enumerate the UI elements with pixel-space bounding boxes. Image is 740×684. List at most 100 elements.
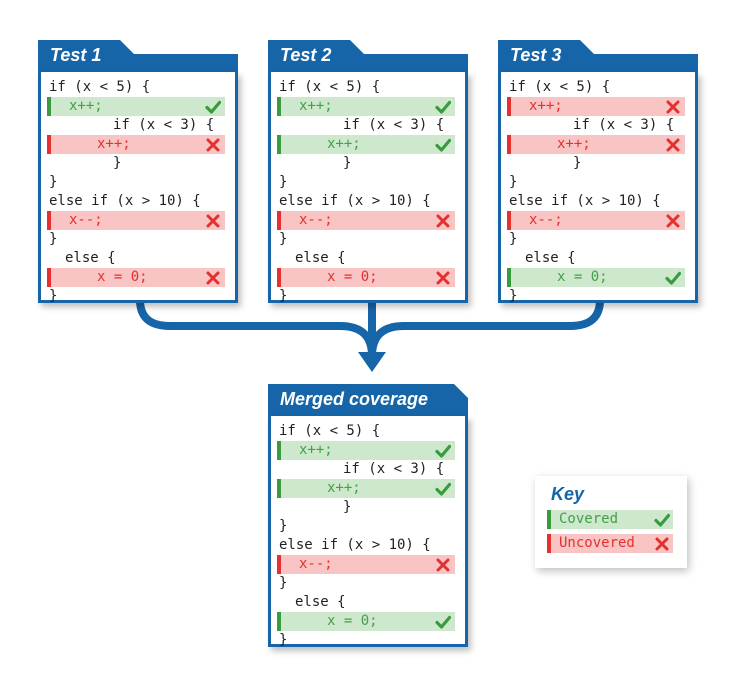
code-line: } [41, 287, 235, 306]
code-line: x++; [271, 479, 465, 498]
code-line: x++; [41, 97, 235, 116]
code-text: x++; [327, 136, 361, 152]
covered-highlight [277, 612, 455, 631]
code-text: } [279, 632, 288, 648]
code-line: x--; [501, 211, 695, 230]
code-text: else if (x > 10) { [509, 193, 661, 209]
code-line: } [41, 173, 235, 192]
code-text: } [573, 155, 582, 171]
code-text: } [343, 155, 352, 171]
panel-test-3: Test 3 if (x < 5) {x++;if (x < 3) {x++;}}… [498, 40, 698, 306]
code-line: x--; [271, 555, 465, 574]
code-line: x++; [501, 135, 695, 154]
check-icon [435, 100, 451, 114]
check-icon [665, 271, 681, 285]
uncovered-highlight [47, 135, 225, 154]
code-text: } [279, 174, 288, 190]
code-line: if (x < 5) { [501, 78, 695, 97]
cross-icon [436, 271, 450, 285]
code-line: if (x < 3) { [271, 116, 465, 135]
code-line: x++; [501, 97, 695, 116]
key-title: Key [551, 484, 585, 504]
code-text: else if (x > 10) { [49, 193, 201, 209]
code-line: } [271, 574, 465, 593]
code-text: } [49, 174, 58, 190]
code-text: else { [295, 250, 346, 266]
code-line: if (x < 5) { [271, 422, 465, 441]
code-line: x++; [271, 97, 465, 116]
code-line: } [271, 287, 465, 306]
cross-icon [666, 100, 680, 114]
code-line: else if (x > 10) { [271, 192, 465, 211]
key-row-uncovered: Uncovered [547, 534, 673, 553]
uncovered-highlight [47, 211, 225, 230]
code-text: } [509, 288, 518, 304]
code-text: } [509, 174, 518, 190]
code-line: } [271, 154, 465, 173]
arrow-from-test-1 [136, 296, 376, 360]
code-line: } [271, 230, 465, 249]
code-line: } [501, 287, 695, 306]
check-icon [435, 138, 451, 152]
code-text: x++; [299, 442, 333, 458]
code-line: else { [271, 593, 465, 612]
code-text: } [49, 288, 58, 304]
cross-icon [436, 558, 450, 572]
code-line: if (x < 5) { [41, 78, 235, 97]
code-line: x++; [271, 135, 465, 154]
code-text: else { [65, 250, 116, 266]
code-text: if (x < 5) { [279, 423, 381, 439]
code-text: if (x < 5) { [49, 79, 151, 95]
panel-title: Test 3 [510, 45, 562, 65]
check-icon [435, 615, 451, 629]
code-block: if (x < 5) {x++;if (x < 3) {x++;}}else i… [38, 72, 238, 306]
code-line: } [501, 173, 695, 192]
code-line: x--; [271, 211, 465, 230]
code-line: } [41, 230, 235, 249]
uncovered-highlight [507, 97, 685, 116]
code-text: if (x < 3) { [343, 117, 445, 133]
check-icon [435, 444, 451, 458]
code-text: x++; [327, 480, 361, 496]
code-text: x = 0; [557, 269, 608, 285]
cross-icon [436, 214, 450, 228]
code-text: x = 0; [97, 269, 148, 285]
code-text: else if (x > 10) { [279, 193, 431, 209]
panel-tab: Test 2 [268, 40, 468, 72]
code-block: if (x < 5) {x++;if (x < 3) {x++;}}else i… [498, 72, 698, 306]
covered-highlight [277, 479, 455, 498]
uncovered-highlight [507, 135, 685, 154]
check-icon [205, 100, 221, 114]
code-line: x = 0; [271, 612, 465, 631]
code-text: else if (x > 10) { [279, 537, 431, 553]
code-text: x++; [69, 98, 103, 114]
cross-icon [206, 138, 220, 152]
check-icon [435, 482, 451, 496]
code-line: } [271, 173, 465, 192]
code-line: } [41, 154, 235, 173]
code-line: else if (x > 10) { [501, 192, 695, 211]
cross-icon [206, 214, 220, 228]
code-line: x++; [271, 441, 465, 460]
code-line: x++; [41, 135, 235, 154]
code-text: x = 0; [327, 269, 378, 285]
code-text: x--; [299, 556, 333, 572]
code-text: } [49, 231, 58, 247]
arrow-head [358, 352, 386, 372]
cross-icon [206, 271, 220, 285]
uncovered-highlight [507, 211, 685, 230]
code-text: x++; [97, 136, 131, 152]
code-text: } [509, 231, 518, 247]
code-text: } [279, 288, 288, 304]
code-text: if (x < 5) { [279, 79, 381, 95]
cross-icon [666, 214, 680, 228]
code-text: x--; [69, 212, 103, 228]
panel-title: Test 2 [280, 45, 332, 65]
code-line: } [271, 631, 465, 650]
code-text: x--; [299, 212, 333, 228]
code-line: x = 0; [501, 268, 695, 287]
code-line: else { [501, 249, 695, 268]
code-line: if (x < 3) { [271, 460, 465, 479]
